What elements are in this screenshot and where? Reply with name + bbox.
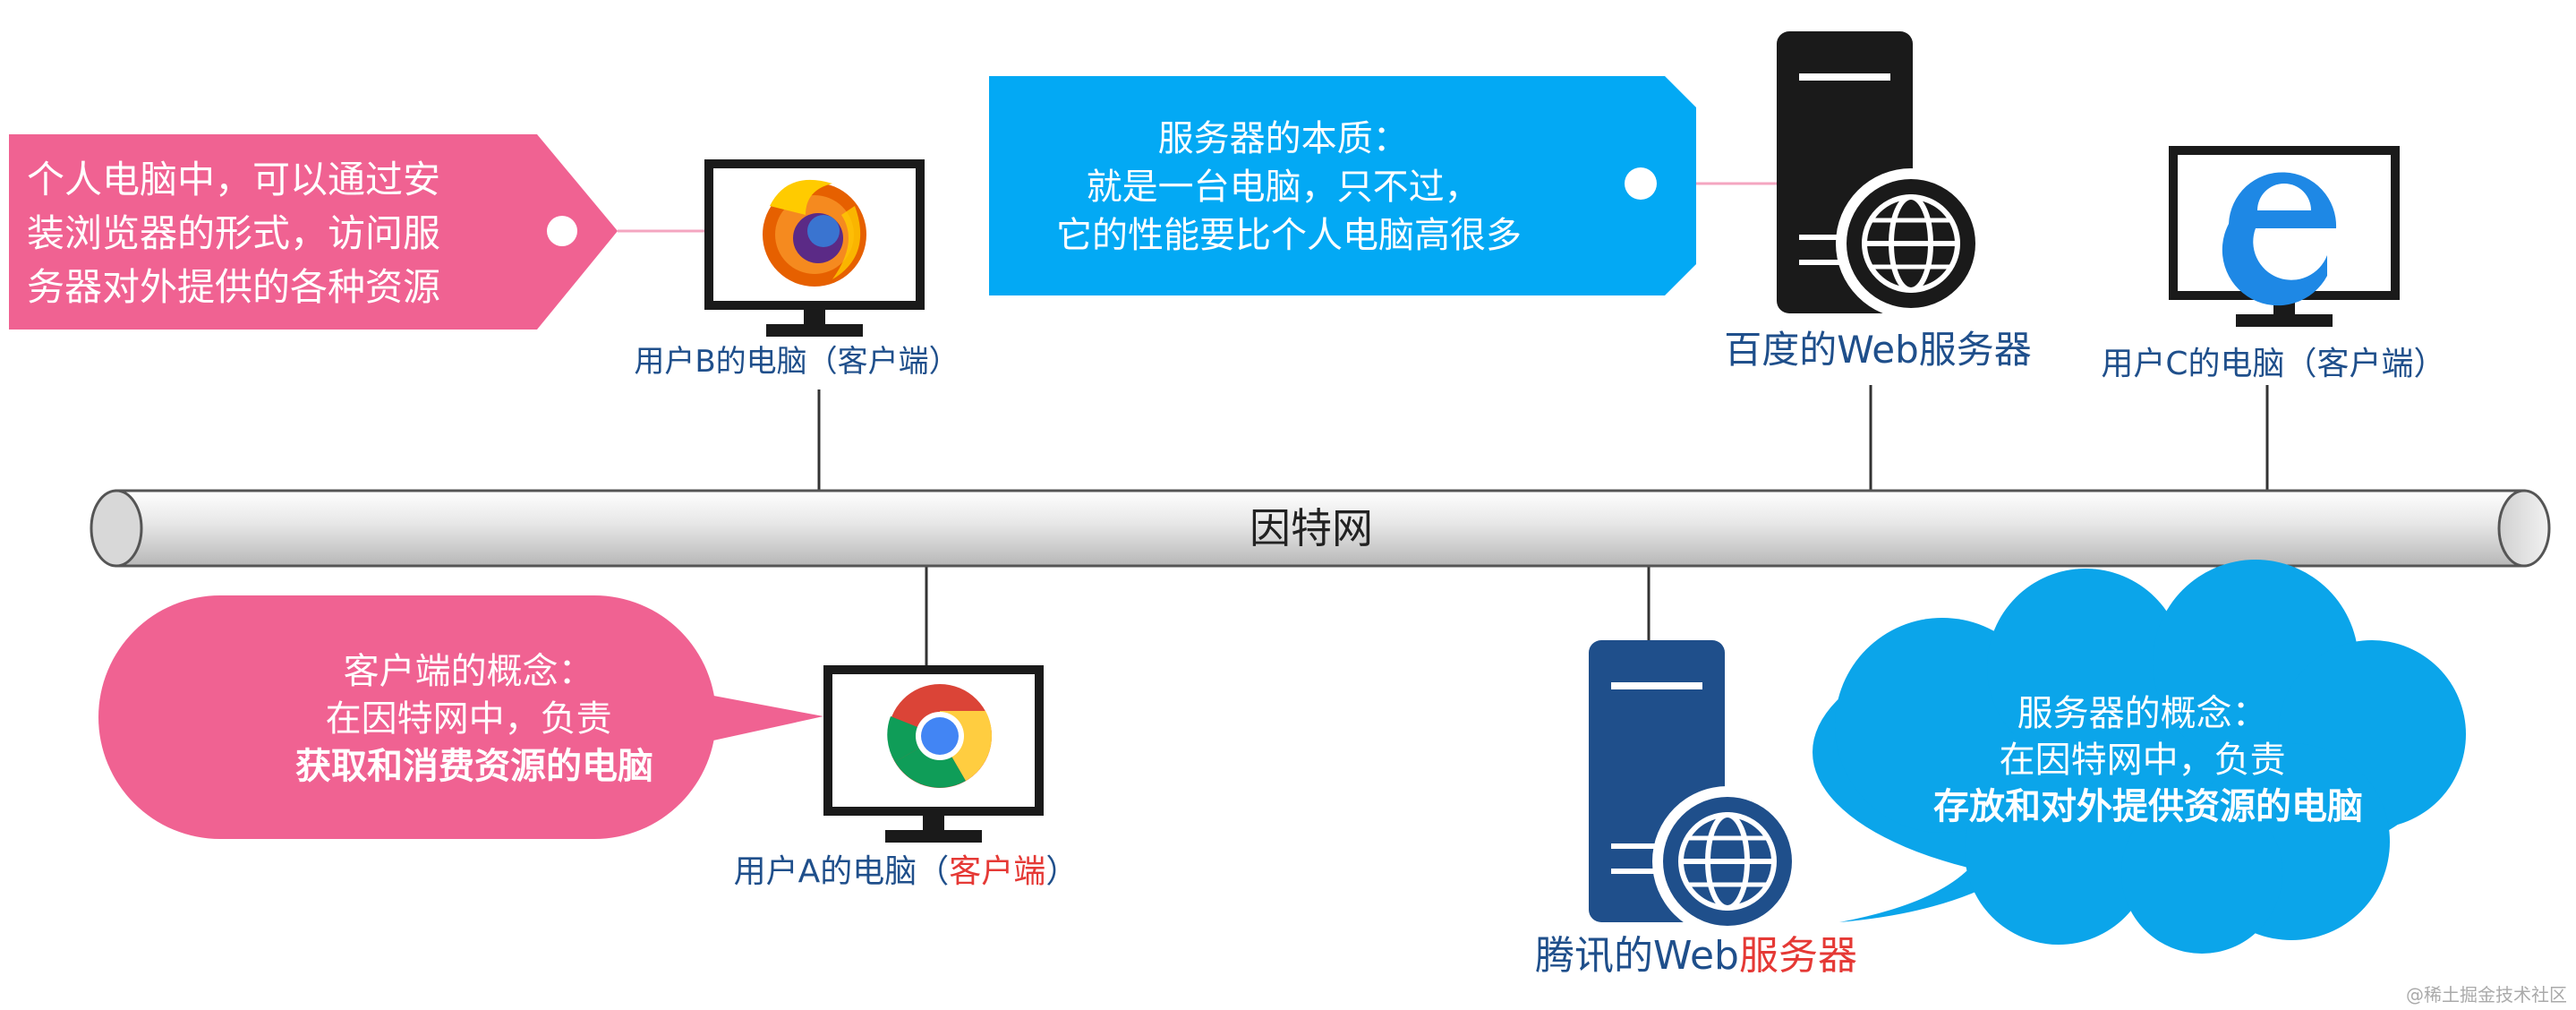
user-c-computer: 用户C的电脑（客户端） [2101,146,2446,382]
user-a-callout-line-2: 在因特网中，负责 [326,698,612,740]
chrome-icon [887,684,993,788]
user-a-caption-suffix: ） [1045,853,1078,890]
watermark: @稀土掘金技术社区 [2406,984,2567,1006]
tencent-caption: 腾讯的Web服务器 [1535,933,1857,979]
internet-pipe: 因特网 [90,489,2551,568]
user-a-callout-title: 客户端的概念： [344,651,594,692]
tencent-caption-highlight: 服务器 [1739,933,1857,979]
baidu-callout-line-3: 它的性能要比个人电脑高很多 [1056,215,1522,256]
user-b-callout-line-2: 装浏览器的形式，访问服 [27,211,440,255]
user-a-caption: 用户A的电脑（客户端） [734,853,1079,890]
internet-label: 因特网 [1250,504,1373,552]
user-a-caption-highlight: 客户端 [949,853,1045,890]
user-a-callout-line-3: 获取和消费资源的电脑 [295,746,653,787]
user-b-callout-line-3: 务器对外提供的各种资源 [27,265,440,309]
tencent-server: 腾讯的Web服务器 [1535,640,1857,979]
svg-text:客户端的概念： 在因特网中，负责 获: 客户端的概念： 在因特网中，负责 获取和消费资源的电脑 [295,651,653,787]
user-a-caption-prefix: 用户A的电脑（ [734,853,950,890]
edge-icon [2222,172,2337,306]
svg-text:个人电脑中，可以通过安 装浏览器的形式，访问服: 个人电脑中，可以通过安 装浏览器的形式，访问服 务器对外提供的各种资源 [27,158,452,309]
baidu-server: 百度的Web服务器 [1724,31,2032,372]
user-b-caption: 用户B的电脑（客户端） [634,344,959,380]
baidu-callout-line-2: 就是一台电脑，只不过， [1087,167,1480,208]
tencent-cloud-callout: 服务器的概念： 在因特网中，负责 存放和对外提供资源的电脑 [1813,560,2466,954]
tencent-callout-title: 服务器的概念： [2017,693,2268,734]
tencent-callout-line-3: 存放和对外提供资源的电脑 [1933,786,2363,827]
firefox-icon [763,179,866,287]
user-a-computer: 用户A的电脑（客户端） [734,665,1079,890]
user-b-callout: 个人电脑中，可以通过安 装浏览器的形式，访问服 务器对外提供的各种资源 [9,134,618,330]
user-b-callout-line-1: 个人电脑中，可以通过安 [27,158,440,201]
svg-text:服务器的本质： 就是一台电脑，只不过，: 服务器的本质： 就是一台电脑，只不过， 它的性能要比个人电脑高很多 [1056,118,1522,256]
baidu-callout: 服务器的本质： 就是一台电脑，只不过， 它的性能要比个人电脑高很多 [989,76,1696,295]
globe-icon [1652,786,1803,937]
tencent-caption-prefix: 腾讯的Web [1535,933,1739,979]
globe-icon [1836,168,1986,319]
user-a-callout: 客户端的概念： 在因特网中，负责 获取和消费资源的电脑 [98,595,823,839]
user-c-caption: 用户C的电脑（客户端） [2101,346,2445,382]
svg-text:服务器的概念： 在因特网中，负责 存: 服务器的概念： 在因特网中，负责 存放和对外提供资源的电脑 [1933,693,2363,827]
baidu-callout-line-1: 服务器的本质： [1158,118,1409,159]
tencent-callout-line-2: 在因特网中，负责 [2000,740,2286,781]
user-b-computer: 用户B的电脑（客户端） [634,159,960,380]
baidu-caption: 百度的Web服务器 [1724,328,2032,372]
